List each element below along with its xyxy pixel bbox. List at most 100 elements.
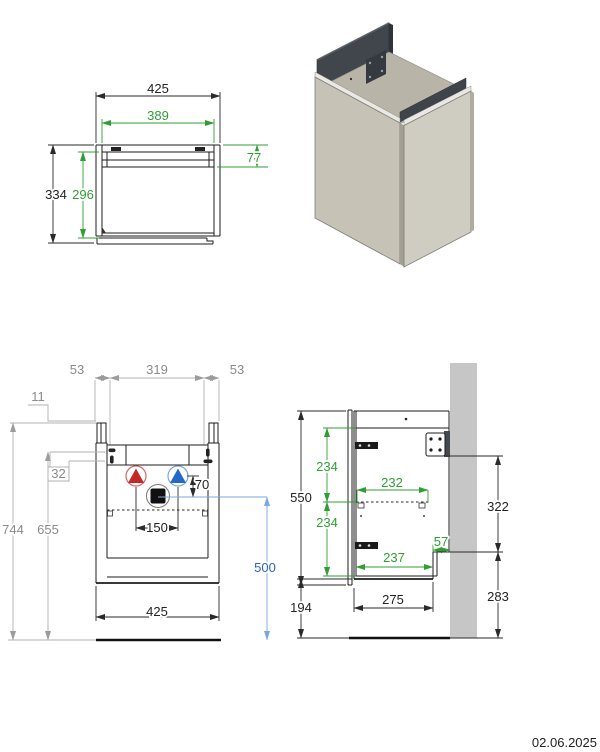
- dim-front-screw-offsets: 53 319 53: [68, 360, 246, 446]
- bracket-screw: [429, 448, 433, 452]
- hinge-bottom: [355, 542, 378, 549]
- bracket-screw: [429, 437, 433, 441]
- shelf-clip: [418, 502, 426, 509]
- dim-text-237: 237: [383, 550, 405, 565]
- top-view-door: [96, 237, 214, 245]
- shelf-clip: [357, 502, 365, 509]
- hanger-slot-right: [195, 147, 205, 151]
- dim-frame-32: [47, 466, 70, 482]
- dim-text-150: 150: [146, 520, 168, 535]
- dim-front-supply-spacing: 150: [135, 487, 179, 537]
- rail-screw-dot: [404, 417, 408, 421]
- iso-door-right-edge: [471, 91, 474, 232]
- dim-side-shelf-gaps: 234 234: [314, 427, 356, 577]
- drain-square: [150, 488, 166, 504]
- hanger-slot-left: [111, 147, 121, 151]
- iso-door-gap-edge: [400, 123, 404, 267]
- dim-text-194: 194: [290, 600, 312, 615]
- dim-text-232: 232: [381, 475, 403, 490]
- dim-top-inner-width: 389: [101, 106, 215, 143]
- iso-rail-screw: [349, 77, 353, 81]
- dim-text-11: 11: [31, 389, 45, 404]
- dim-side-back-floor-gap: 283: [450, 551, 511, 639]
- connection-symbols: [125, 465, 189, 508]
- hinge-screw: [358, 444, 362, 447]
- door-bumper: [102, 227, 106, 233]
- side-view: 550 194 234 234 232 237: [288, 363, 511, 640]
- hanger-slot: [203, 459, 213, 464]
- front-hanging-rails: [96, 422, 219, 444]
- bracket-screw: [438, 448, 442, 452]
- wall-bracket-side: [425, 432, 446, 457]
- dim-text-275: 275: [382, 592, 404, 607]
- hinge-top: [355, 442, 378, 449]
- dim-side-body-depth: 275: [353, 582, 434, 612]
- wall: [450, 363, 477, 638]
- cold-water-triangle: [170, 468, 186, 483]
- side-carcass: [347, 409, 450, 586]
- dim-text-322: 322: [487, 499, 509, 514]
- bracket-screw-hole: [380, 55, 384, 59]
- hot-water-triangle: [128, 468, 144, 483]
- dim-text-655: 655: [37, 522, 59, 537]
- hanger-box-left: [106, 444, 127, 466]
- dim-side-bracket-bottom-gap: 322: [433, 455, 511, 553]
- dim-text-319: 319: [146, 362, 168, 377]
- dim-side-height: 550: [288, 410, 346, 586]
- iso-back-rail-top-edge: [316, 22, 390, 61]
- hinge-screw: [358, 544, 362, 547]
- dim-text-234-lower: 234: [316, 515, 338, 530]
- shelf-pin: [423, 515, 425, 517]
- bracket-screw-hole: [380, 69, 384, 73]
- dim-text-296: 296: [72, 187, 94, 202]
- shelf-clip-left: [107, 510, 113, 517]
- shelf-pin: [360, 515, 362, 517]
- dim-top-inner-depth: 296: [70, 151, 99, 239]
- dim-side-recess-depth: 57: [432, 532, 451, 553]
- front-view: 53 319 53 11: [0, 360, 278, 642]
- hanger-slot: [110, 455, 114, 464]
- dim-side-shelf-depth: 232: [356, 473, 429, 503]
- hinge-screw: [367, 444, 371, 447]
- bracket-screw-hole: [368, 75, 372, 79]
- dim-side-bottom-panel-depth: 237: [355, 548, 434, 570]
- dim-front-width: 425: [95, 586, 220, 621]
- bracket-screw: [438, 437, 442, 441]
- dim-front-rail-setback: 11: [28, 387, 96, 422]
- hinge-screw: [367, 544, 371, 547]
- top-view-carcass: [95, 144, 221, 245]
- dim-text-500: 500: [254, 560, 276, 575]
- dim-text-389: 389: [147, 108, 169, 123]
- dim-top-rail-depth: 77: [217, 144, 268, 168]
- dim-text-283: 283: [487, 589, 509, 604]
- dim-text-53-left: 53: [70, 362, 84, 377]
- dim-text-550: 550: [290, 490, 312, 505]
- dim-top-overall-width: 425: [95, 79, 221, 143]
- top-view: 425 389 334 296 77: [43, 79, 268, 245]
- dim-front-heights: 744 655 32: [0, 422, 105, 641]
- bracket-screw-hole: [368, 61, 372, 65]
- dim-front-supply-drain-offset: 70: [187, 475, 211, 498]
- drawing-date: 02.06.2025: [532, 735, 597, 750]
- wall-rail-side: [444, 431, 450, 457]
- iso-wall-bracket: [366, 50, 386, 84]
- iso-back-rail-endcap: [389, 23, 393, 54]
- dim-text-234-upper: 234: [316, 459, 338, 474]
- dim-front-drain-height: 500: [158, 496, 278, 641]
- dim-text-334: 334: [45, 187, 67, 202]
- dim-text-53-right: 53: [230, 362, 244, 377]
- dim-text-425-front: 425: [146, 604, 168, 619]
- hanger-slot: [206, 448, 210, 457]
- dim-side-front-floor-gap: 194: [288, 578, 352, 639]
- dim-text-744: 744: [2, 522, 24, 537]
- dim-text-77: 77: [247, 150, 261, 165]
- iso-view: [314, 22, 474, 268]
- dim-text-57: 57: [434, 534, 448, 549]
- dim-text-32: 32: [51, 466, 65, 481]
- dim-text-70: 70: [195, 477, 209, 492]
- dim-top-overall-depth: 334: [43, 144, 94, 244]
- hanger-slot: [108, 448, 116, 453]
- shelf-clip-right: [202, 510, 208, 517]
- front-carcass: [95, 442, 220, 584]
